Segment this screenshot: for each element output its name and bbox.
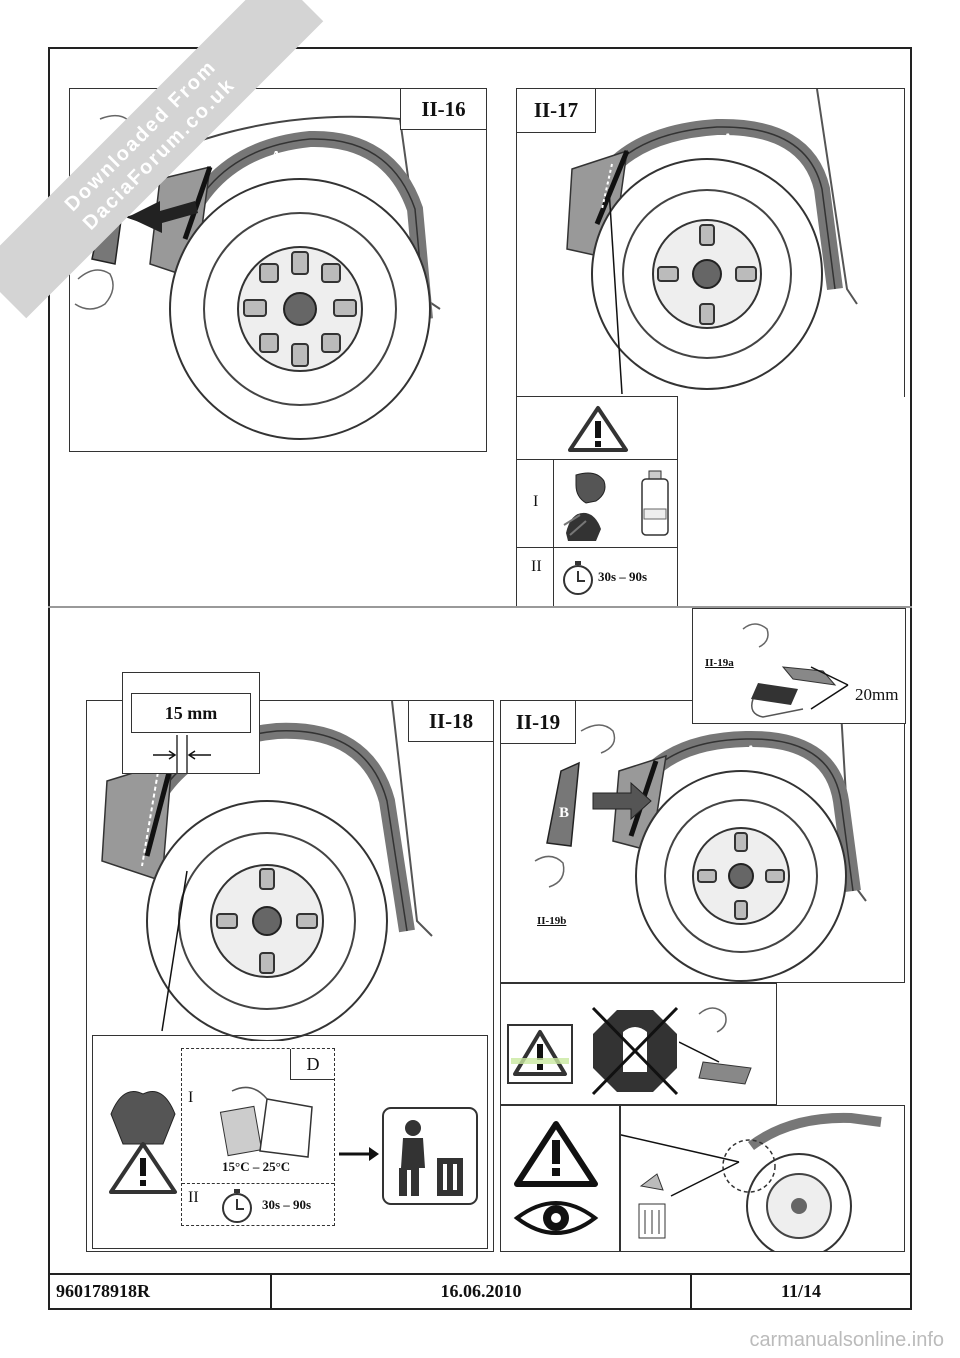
part-a-label: A — [335, 773, 347, 790]
document-reference: 960178918R — [50, 1275, 272, 1308]
sub-figure-label-b: II-19b — [537, 915, 567, 927]
section-divider — [48, 606, 912, 608]
warning-icon — [568, 406, 628, 452]
page-number: 11/14 — [780, 1281, 821, 1301]
tape-touch-illustration — [679, 1007, 752, 1085]
warning-row — [517, 397, 677, 460]
sub-figure-label-a: II-19a — [705, 657, 734, 669]
part-a-label: A — [270, 147, 283, 166]
wheel-arch-illustration-18 — [101, 701, 433, 1042]
tape-peel-illustration — [742, 623, 849, 718]
footer: 960178918R 16.06.2010 11/14 — [48, 1273, 912, 1310]
figure-ii-16: A B — [69, 88, 487, 452]
step-i-label: I — [188, 1089, 194, 1106]
figure-ii-19: A B II-19b — [500, 700, 905, 983]
document-date: 16.06.2010 — [272, 1275, 692, 1308]
bag-label-box: D — [290, 1049, 335, 1080]
wheel-arch-illustration-17 — [566, 89, 858, 395]
eye-warning-box — [500, 1105, 905, 1252]
site-watermark: carmanualsonline.info — [749, 1329, 944, 1351]
gap-dimension-marker — [153, 735, 211, 773]
no-touch-warning-box — [500, 983, 777, 1105]
instruction-box-17: I II 30s – 90s — [516, 396, 678, 608]
part-a-label: A — [722, 131, 734, 148]
timer-icon — [222, 1189, 252, 1223]
figure-label-ii-16: II-16 — [400, 88, 487, 130]
temperature-range: 15°C – 25°C — [222, 1159, 291, 1174]
gap-measurement: 15 mm — [131, 693, 251, 733]
step-ii-label: II — [531, 558, 542, 575]
figure-label-ii-17: II-17 — [516, 88, 596, 133]
arrow-icon — [339, 1147, 379, 1161]
step-ii-label: II — [188, 1189, 199, 1206]
gloves-warning-icon — [109, 1091, 177, 1194]
figure-ii-17: A — [516, 88, 905, 397]
cleaning-hand-icon — [563, 472, 606, 541]
figure-ii-18: A I D 15°C – 25°C II 30s – 90s — [86, 700, 494, 1252]
eye-warning-icons — [513, 1121, 599, 1235]
instruction-box-18: I D 15°C – 25°C II 30s – 90s — [92, 1035, 488, 1249]
alcohol-bottle-icon — [641, 470, 669, 536]
step-i-label: I — [533, 493, 539, 510]
time-range: 30s – 90s — [262, 1197, 312, 1212]
detail-ii-19a: II-19a 20mm — [692, 608, 906, 724]
figure-label-ii-19: II-19 — [500, 700, 576, 744]
wheel-arch-illustration-19 — [534, 710, 867, 982]
trash-bin-icon — [382, 1107, 478, 1205]
part-b-label: B — [559, 805, 570, 821]
steps-dashed-box: I D 15°C – 25°C II 30s – 90s — [181, 1048, 335, 1226]
distance-label: 20mm — [855, 685, 899, 704]
no-hand-icon — [591, 1006, 679, 1096]
warning-icon — [507, 1024, 573, 1084]
wheel-arch-illustration-16 — [74, 114, 441, 440]
timer-icon — [563, 561, 593, 595]
wheel-arch-illustration-small — [621, 1112, 882, 1251]
time-range: 30s – 90s — [598, 569, 648, 584]
adhesive-bag-icon — [219, 1086, 313, 1158]
gap-callout: 15 mm — [122, 672, 260, 774]
part-a-label: A — [745, 743, 757, 760]
figure-label-ii-18: II-18 — [408, 700, 494, 742]
